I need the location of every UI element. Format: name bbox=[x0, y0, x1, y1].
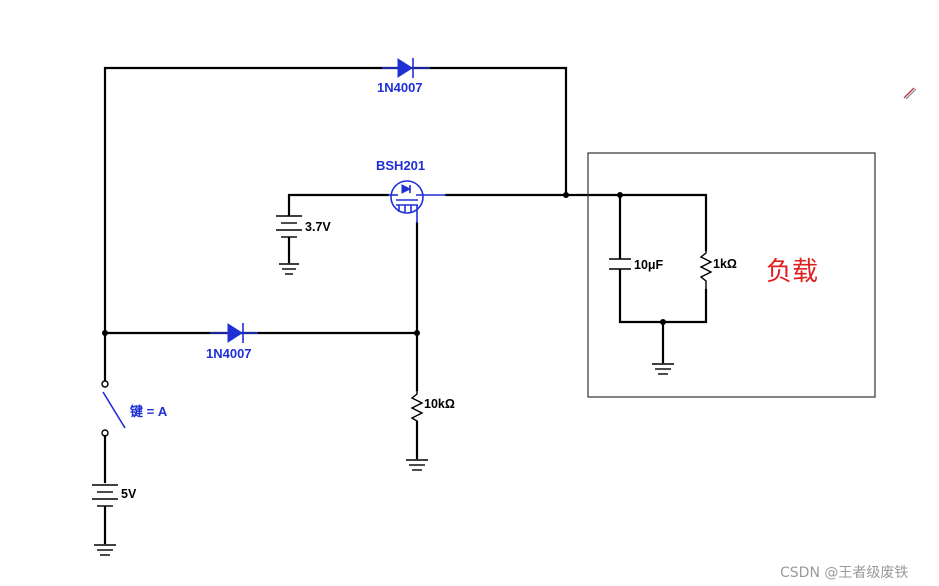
resistor-10k-label: 10kΩ bbox=[424, 397, 455, 411]
diode-bottom bbox=[210, 323, 258, 343]
junction-dot bbox=[414, 330, 420, 336]
battery-gate-label: 3.7V bbox=[305, 220, 331, 234]
ground-symbol bbox=[652, 363, 674, 375]
resistor-1k-label: 1kΩ bbox=[713, 257, 737, 271]
resistor-10k bbox=[410, 390, 424, 424]
resistor-1k bbox=[699, 250, 713, 290]
wire-main-rail bbox=[444, 193, 708, 252]
mosfet-label: BSH201 bbox=[376, 158, 425, 173]
junction-dot bbox=[660, 319, 666, 325]
pencil-icon[interactable] bbox=[903, 87, 917, 100]
junction-dot bbox=[617, 192, 623, 198]
mosfet-bsh201 bbox=[388, 180, 446, 223]
wire-top bbox=[103, 66, 400, 335]
ground-symbol bbox=[279, 263, 299, 275]
diode-top-label: 1N4007 bbox=[377, 80, 423, 95]
capacitor-10uf bbox=[609, 258, 631, 270]
ground-symbol bbox=[94, 544, 116, 556]
junctions bbox=[102, 192, 666, 336]
load-annotation: 负载 bbox=[766, 257, 818, 287]
capacitor-label: 10μF bbox=[634, 258, 664, 272]
switch-label: 键 = A bbox=[129, 404, 168, 419]
wire-top-right bbox=[410, 66, 568, 197]
junction-dot bbox=[102, 330, 108, 336]
battery-5v-label: 5V bbox=[121, 487, 137, 501]
battery-3v7 bbox=[276, 215, 302, 264]
diode-top bbox=[382, 58, 430, 78]
load-box bbox=[587, 152, 876, 398]
switch-key-a bbox=[101, 380, 126, 437]
ground-symbol bbox=[406, 459, 428, 471]
battery-5v bbox=[92, 484, 118, 545]
watermark: CSDN @王者级废铁 bbox=[780, 565, 908, 581]
diode-bottom-label: 1N4007 bbox=[206, 346, 252, 361]
junction-dot bbox=[563, 192, 569, 198]
wire-cap-bottom bbox=[618, 268, 708, 324]
wires bbox=[103, 66, 708, 484]
wire-gate-battery bbox=[287, 193, 390, 217]
